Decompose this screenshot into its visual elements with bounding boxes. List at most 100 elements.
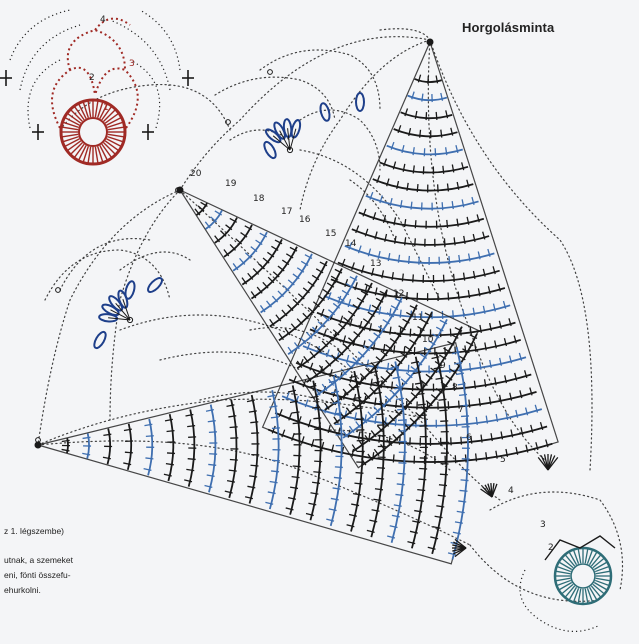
- round-number-2: 2: [548, 543, 554, 553]
- inset-stitch: [87, 101, 92, 118]
- round-number-11: 11: [412, 313, 423, 323]
- chain-arc: [119, 251, 191, 271]
- inset-stitch: [103, 109, 116, 122]
- chain-arc: [489, 491, 623, 591]
- round-number-6: 6: [466, 433, 472, 443]
- inset-stitch: [99, 145, 108, 160]
- inset-stitch: [101, 106, 112, 121]
- center-stitch: [556, 577, 571, 582]
- leaf-clusters: [35, 69, 365, 443]
- round-number-12: 12: [393, 289, 404, 299]
- inset-stitch: [107, 126, 124, 131]
- round-number-20: 20: [190, 169, 202, 179]
- chain-arc: [214, 76, 336, 121]
- inset-stitch: [67, 113, 82, 124]
- center-stitch: [568, 586, 578, 600]
- instruction-line-1: z 1. légszembe): [4, 526, 64, 536]
- leaf: [319, 102, 331, 122]
- chain-arc: [379, 28, 431, 41]
- inset-stitch: [99, 104, 108, 119]
- wedge-lower-left: [34, 342, 470, 565]
- chain-arc: [159, 351, 301, 371]
- inset-inner-ring: [78, 117, 108, 147]
- center-ring: [519, 535, 616, 633]
- chain-arc: [469, 544, 601, 602]
- inset-stitch: [103, 142, 116, 155]
- center-stitch: [559, 561, 573, 571]
- inset-petal: [51, 66, 96, 129]
- center-stitch: [577, 549, 582, 564]
- chain-arc: [429, 39, 593, 471]
- center-stitch: [593, 581, 607, 591]
- center-stitch: [584, 549, 589, 564]
- chart-title: Horgolásminta: [462, 20, 555, 35]
- center-outer-ring: [553, 546, 613, 606]
- picot-ring-icon: [35, 437, 41, 443]
- center-stitch: [573, 550, 580, 565]
- picot-ring-icon: [267, 69, 273, 75]
- center-stitch: [565, 585, 576, 598]
- inset-petal: [66, 28, 126, 71]
- inset-stitch: [96, 102, 104, 118]
- center-stitch: [561, 558, 574, 569]
- inset-chain: [9, 9, 71, 61]
- round-number-15: 15: [325, 229, 336, 239]
- inset-stitch: [94, 101, 99, 118]
- leaf-cluster-left: [98, 289, 134, 324]
- fan-1: [537, 454, 559, 471]
- inset-stitch: [82, 102, 90, 118]
- chain-arc: [299, 109, 381, 171]
- fan-2: [480, 482, 498, 498]
- stitch-wedges: [34, 38, 559, 565]
- inset-round-number-3: 3: [129, 59, 135, 69]
- chain-arc: [59, 238, 151, 291]
- inset-stitch: [63, 121, 79, 129]
- inset-stitch: [106, 138, 121, 147]
- leaf: [93, 330, 107, 350]
- instruction-line-2: utnak, a szemeket: [4, 555, 73, 565]
- center-zigzag: [544, 535, 616, 561]
- inset-stitch: [82, 146, 90, 162]
- instruction-text: z 1. légszembe) utnak, a szemeket eni, f…: [4, 524, 73, 598]
- center-stitch: [568, 552, 578, 566]
- center-stitch: [561, 583, 574, 594]
- round-number-18: 18: [253, 194, 265, 204]
- inset-stitch: [107, 135, 123, 143]
- inset-outer-ring: [59, 98, 127, 166]
- inset-round-number-4: 4: [100, 15, 106, 25]
- center-inner-ring: [570, 563, 596, 589]
- center-stitch: [556, 570, 571, 575]
- center-stitch: [593, 561, 607, 571]
- inset-stitch: [67, 140, 82, 151]
- inset-petal: [94, 17, 131, 31]
- inset-stitch: [78, 104, 87, 119]
- wedge-middle: [176, 186, 480, 469]
- inset-stitch: [65, 138, 80, 147]
- round-number-16: 16: [299, 215, 311, 225]
- center-stitch: [557, 579, 572, 586]
- chain-arc: [299, 39, 431, 211]
- inset-stitch: [87, 146, 92, 163]
- center-stitch: [586, 550, 593, 565]
- instruction-line-4: ehurkolni.: [4, 585, 41, 595]
- inset-petal: [94, 67, 139, 129]
- chain-arc: [44, 249, 171, 301]
- inset-stitch: [104, 113, 119, 124]
- instruction-line-3: eni, fönti összefu-: [4, 570, 71, 580]
- wedge-upper-right: [261, 38, 559, 464]
- center-stitch: [577, 588, 582, 603]
- inset-stitch: [74, 106, 85, 121]
- inset-stitch: [107, 133, 124, 138]
- chain-arc: [427, 39, 546, 461]
- leaf-cluster-upper: [264, 118, 302, 154]
- round-number-4: 4: [508, 486, 514, 496]
- round-number-17: 17: [281, 207, 292, 217]
- chain-arc: [199, 391, 351, 411]
- center-stitch: [565, 554, 576, 567]
- picot-ring-icon: [55, 287, 61, 293]
- leaf: [124, 280, 136, 300]
- inset-stitch: [70, 109, 83, 122]
- center-stitch: [588, 552, 598, 566]
- center-stitch: [594, 579, 609, 586]
